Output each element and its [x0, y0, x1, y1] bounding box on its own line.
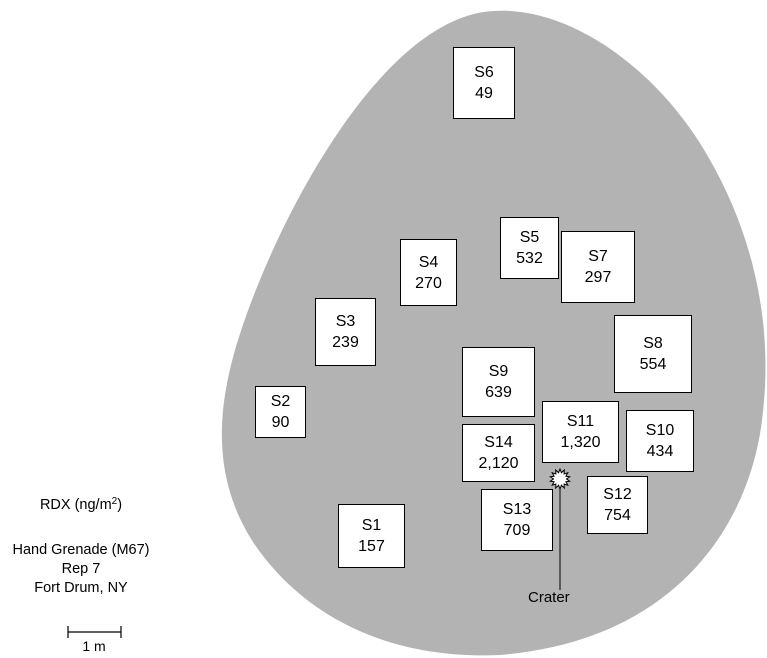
scale-bar [67, 626, 122, 638]
sample-value: 554 [639, 356, 667, 373]
sample-value: 270 [415, 274, 442, 292]
units-legend: RDX (ng/m2) [0, 496, 162, 515]
sample-plot-s14: S14 2,120 [462, 424, 535, 482]
sample-value: 49 [475, 85, 493, 102]
sample-value: 434 [646, 443, 674, 460]
sample-id: S7 [588, 248, 608, 265]
units-prefix: RDX (ng/m [39, 497, 112, 513]
sample-value: 1,320 [560, 434, 601, 451]
sample-id: S5 [519, 229, 540, 246]
test-info: Hand Grenade (M67) Rep 7 Fort Drum, NY [0, 541, 162, 598]
sample-id: S13 [502, 501, 532, 518]
sample-value: 639 [485, 384, 512, 401]
sample-value: 239 [332, 334, 359, 351]
units-suffix: ) [117, 497, 123, 513]
starburst-icon [548, 467, 572, 491]
sample-value: 709 [503, 522, 531, 539]
sample-id: S14 [484, 434, 513, 451]
units-exponent: 2 [111, 496, 118, 507]
sample-value: 297 [584, 269, 612, 286]
rep-label: Rep 7 [61, 561, 101, 577]
sample-value: 754 [604, 507, 631, 524]
sample-id: S3 [335, 313, 356, 330]
sample-id: S10 [645, 422, 675, 439]
sample-id: S11 [566, 413, 595, 430]
sample-id: S6 [474, 64, 494, 81]
sample-id: S12 [603, 486, 632, 503]
munition-label: Hand Grenade (M67) [12, 542, 150, 558]
sample-value: 532 [516, 250, 543, 267]
sample-id: S2 [270, 393, 291, 410]
sample-id: S8 [643, 335, 663, 352]
sample-id: S1 [361, 517, 382, 534]
sample-plot-s11: S11 1,320 [542, 401, 619, 463]
crater-label: Crater [528, 589, 570, 606]
sample-id: S9 [488, 363, 509, 380]
scale-label: 1 m [82, 638, 106, 654]
sample-value: 90 [271, 414, 290, 431]
site-label: Fort Drum, NY [34, 580, 128, 596]
sample-id: S4 [418, 253, 439, 271]
sample-value: 2,120 [478, 455, 519, 472]
sample-value: 157 [358, 538, 385, 555]
